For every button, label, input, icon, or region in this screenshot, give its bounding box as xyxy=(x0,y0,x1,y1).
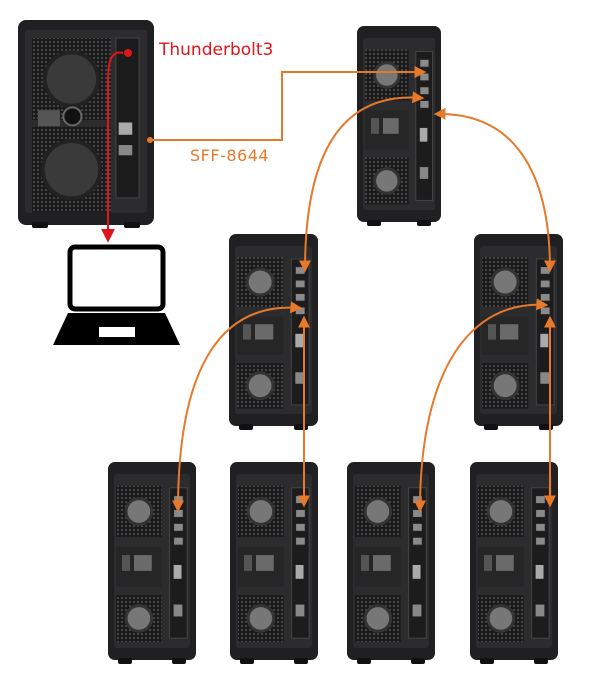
expansion-unit-bottom-1-icon xyxy=(108,462,196,664)
cable-layer xyxy=(101,49,556,513)
laptop-icon xyxy=(53,244,180,345)
sff-cable-top-to-mid-right xyxy=(433,107,556,273)
thunderbolt3-label: Thunderbolt3 xyxy=(159,40,274,60)
sff-cable-host-to-top xyxy=(148,66,427,141)
sff-cable-top-to-mid-left xyxy=(299,91,425,273)
host-enclosure-icon xyxy=(18,20,154,228)
expansion-unit-bottom-4-icon xyxy=(470,462,558,664)
expansion-unit-top-icon xyxy=(357,26,441,226)
device-layer xyxy=(18,20,563,664)
sff-cable-mid-right-to-bottom-3 xyxy=(414,298,549,513)
thunderbolt3-cable xyxy=(101,51,124,243)
sff-8644-label: SFF-8644 xyxy=(190,146,270,165)
expansion-unit-bottom-3-icon xyxy=(347,462,435,664)
sff-cable-mid-left-to-bottom-1 xyxy=(172,301,303,513)
